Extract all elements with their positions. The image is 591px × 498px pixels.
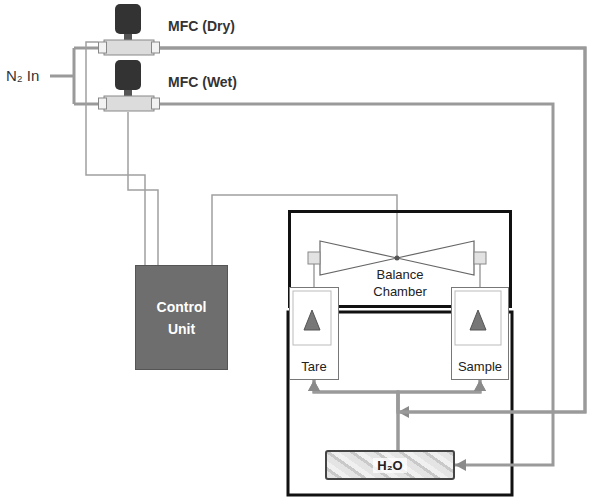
node-label: H₂O <box>373 458 406 473</box>
weighing-cell-icon <box>452 288 504 348</box>
mfc-node: MFC (Dry) <box>98 4 160 56</box>
mfc-node: MFC (Wet) <box>98 60 160 112</box>
mfc-fitting <box>99 42 107 53</box>
mfc-base <box>104 40 154 55</box>
mfc-fitting <box>152 42 160 53</box>
node-label: MFC (Wet) <box>168 74 237 90</box>
gas-line <box>50 48 98 104</box>
mfc-body <box>115 60 141 90</box>
hanger-wire <box>313 264 314 287</box>
node-label: Sample <box>452 359 508 374</box>
mfc-base <box>104 96 154 111</box>
hanger <box>308 252 320 264</box>
water-node: H₂O <box>325 450 455 480</box>
signal-wire <box>86 42 145 265</box>
cell-node: Sample <box>451 287 509 380</box>
weighing-cell-icon <box>290 288 334 348</box>
cell-inner-frame <box>455 291 501 345</box>
mfc-fitting <box>152 98 160 109</box>
mfc-neck <box>124 34 132 40</box>
ctrl-node: Control Unit <box>135 265 228 370</box>
signal-wire <box>128 112 158 265</box>
mfc-neck <box>124 90 132 96</box>
hanger-wire <box>479 264 480 287</box>
sample-pan <box>304 310 320 330</box>
sample-pan <box>470 310 486 330</box>
mfc-icon <box>98 60 160 112</box>
signal-wire <box>212 195 397 265</box>
cell-inner-frame <box>293 291 331 345</box>
gas-line <box>398 380 480 450</box>
mfc-body <box>115 4 141 34</box>
mfc-fitting <box>99 98 107 109</box>
inlet-label: N₂ In <box>6 67 39 84</box>
nitrogen-inlet-line <box>50 48 98 104</box>
signal-wire <box>396 210 398 258</box>
hanger <box>474 252 486 264</box>
pivot <box>395 256 400 261</box>
node-label: Control Unit <box>152 296 212 340</box>
node-label: MFC (Dry) <box>168 18 235 34</box>
node-label: Tare <box>290 359 338 374</box>
cell-node: Tare <box>289 287 339 380</box>
gas-line <box>314 380 398 450</box>
node-label: Balance Chamber <box>365 266 435 300</box>
mfc-icon <box>98 4 160 56</box>
